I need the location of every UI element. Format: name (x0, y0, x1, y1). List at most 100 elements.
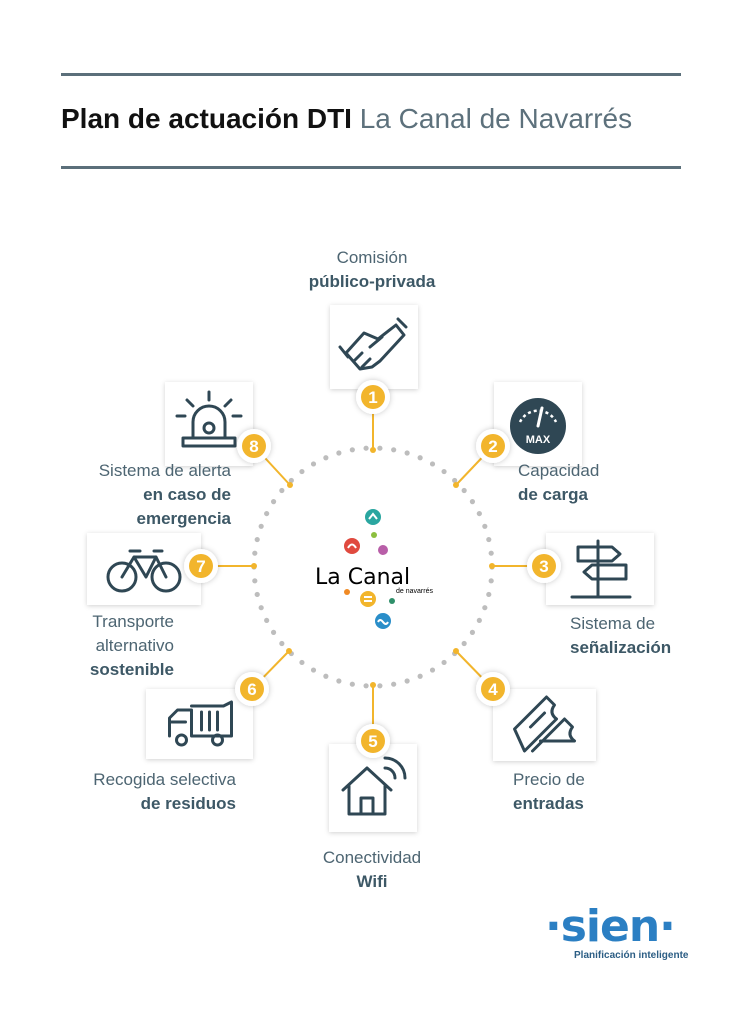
ring-dot (363, 445, 369, 451)
ring-dot (404, 450, 410, 456)
label-item-4: Precio de entradas (513, 770, 585, 813)
ring-dot (429, 461, 436, 467)
ring-dot (349, 447, 355, 453)
logo-dot-yellow (360, 591, 376, 607)
ring-dot (279, 640, 285, 647)
label-item-6: Recogida selectiva de residuos (93, 770, 236, 813)
label-item-1: Comisión público-privada (308, 248, 436, 291)
connector-end-1 (370, 447, 376, 453)
signpost-icon (570, 539, 632, 599)
ring-dot (476, 510, 482, 517)
logo-dot-purple (378, 545, 388, 555)
ring-dot (299, 659, 305, 666)
ring-dot (476, 617, 482, 624)
label-item-2: Capacidad de carga (518, 461, 600, 504)
logo-dot-green (371, 532, 377, 538)
ring-dot (488, 578, 494, 584)
ring-dot (441, 659, 447, 666)
plan-item-5: 5 (329, 724, 417, 832)
bottom-rule (61, 166, 681, 169)
icon-tile (330, 305, 418, 389)
icon-tile (146, 689, 253, 759)
ring-dot (254, 536, 260, 543)
ring-dot (299, 468, 305, 475)
ring-dot (363, 683, 369, 689)
ring-dot (486, 536, 492, 543)
badge-number: 2 (488, 437, 497, 456)
ring-dot (429, 667, 436, 673)
ring-dot (486, 591, 492, 598)
label-item-3: Sistema de señalización (570, 614, 672, 657)
sien-brand: ·sien· Planificación inteligente (545, 902, 705, 962)
center-logo-subtitle: de navarrés (396, 588, 433, 595)
connector-end-7 (251, 563, 257, 569)
number-badge (361, 385, 385, 409)
ring-dot (264, 617, 270, 624)
label-item-7: Transporte alternativo sostenible (89, 612, 174, 679)
ring-dot (310, 461, 317, 467)
connector-end-5 (370, 682, 376, 688)
connector-end-8 (287, 482, 293, 488)
connector-end-4 (453, 648, 459, 654)
label-item-5: Conectividad Wifi (322, 848, 422, 891)
ring-dot (461, 640, 467, 647)
logo-dot-red (344, 538, 360, 554)
garbage-truck-icon (168, 700, 233, 747)
number-badge (532, 554, 556, 578)
logo-dot-gray (389, 598, 395, 604)
ring-dot (404, 678, 410, 684)
ring-dot (310, 667, 317, 673)
center-logo-name: La Canal (315, 565, 410, 590)
badge-number: 4 (488, 680, 498, 699)
ring-dot (377, 445, 383, 451)
top-rule (61, 73, 681, 76)
ring-dot (279, 487, 285, 494)
number-badge (240, 677, 264, 701)
ring-dot (323, 673, 329, 679)
wifi-house-icon (341, 756, 407, 816)
label-item-8: Sistema de alerta en caso de emergencia (98, 461, 231, 528)
ring-dot (258, 605, 264, 611)
badge-number: 7 (196, 557, 205, 576)
ring-dot (482, 523, 488, 529)
ring-dot (452, 477, 458, 484)
connector-end-6 (286, 648, 292, 654)
connector-end-3 (489, 563, 495, 569)
ring-dot (264, 510, 270, 517)
plan-item-1: 1 (330, 305, 418, 414)
ring-dot (252, 578, 258, 584)
ring-dot (254, 591, 260, 598)
dotted-circle (251, 445, 495, 689)
ring-dot (336, 678, 342, 684)
title-bold: Plan de actuación DTI (61, 103, 352, 134)
center-logo: La Canal de navarrés (315, 509, 433, 629)
alarm-siren-icon (175, 390, 243, 448)
icon-tile (546, 533, 654, 605)
plan-item-6: 6 (146, 672, 269, 759)
badge-number: 6 (247, 680, 256, 699)
handshake-icon (338, 317, 408, 371)
plan-item-4: 4 (476, 672, 596, 761)
ring-dot (288, 477, 294, 484)
plan-item-2: MAX 2 (476, 382, 582, 466)
badge-number: 5 (368, 732, 377, 751)
page-title: Plan de actuación DTI La Canal de Navarr… (61, 103, 701, 135)
plan-item-7: 7 (87, 533, 218, 605)
badge-number: 1 (368, 388, 377, 407)
plan-item-8: 8 (165, 382, 271, 466)
connector-lines (201, 397, 544, 741)
ring-dot (417, 455, 423, 461)
ring-dot (482, 605, 488, 611)
ring-dot (417, 673, 423, 679)
title-light: La Canal de Navarrés (359, 103, 633, 134)
connector-end-2 (453, 482, 459, 488)
plan-item-3: 3 (527, 533, 654, 605)
number-badge (189, 554, 213, 578)
logo-dot-orange-small (344, 589, 350, 595)
number-badge (481, 677, 505, 701)
ring-dot (336, 450, 342, 456)
gauge-max-text: MAX (526, 434, 551, 446)
logo-dot-teal-top (365, 509, 381, 525)
gauge-max-icon: MAX (510, 398, 566, 454)
